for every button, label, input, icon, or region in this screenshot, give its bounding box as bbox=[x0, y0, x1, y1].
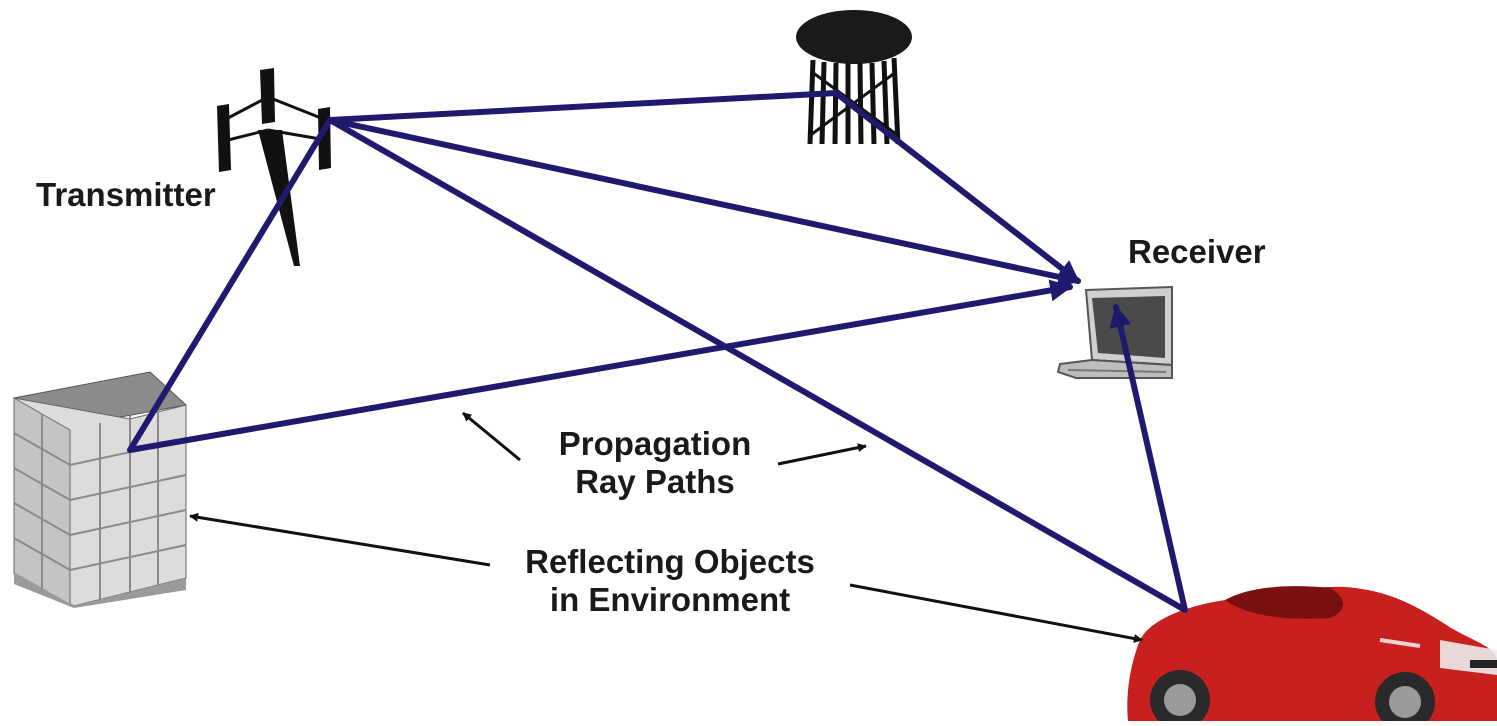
antenna-tower-icon bbox=[217, 68, 331, 266]
reflecting-label-line1: Reflecting Objects bbox=[525, 543, 815, 580]
propagation-label-line2: Ray Paths bbox=[575, 463, 735, 500]
ray-paths bbox=[127, 90, 1188, 613]
annotation-arrows bbox=[189, 411, 1143, 643]
reflecting-arrow-building bbox=[189, 512, 491, 567]
propagation-label: Propagation Ray Paths bbox=[520, 425, 790, 501]
ray-path-water-tower bbox=[327, 90, 1081, 284]
reflecting-arrow-car bbox=[849, 583, 1143, 643]
propagation-label-line1: Propagation bbox=[558, 425, 752, 462]
building-icon bbox=[12, 371, 188, 608]
ray-path-car bbox=[327, 117, 1188, 613]
reflecting-label-line2: in Environment bbox=[549, 581, 791, 618]
propagation-arrow-left bbox=[462, 411, 521, 462]
reflecting-label: Reflecting Objects in Environment bbox=[490, 543, 850, 619]
car-icon bbox=[1127, 586, 1497, 726]
ray-path-building bbox=[127, 117, 1073, 453]
receiver-label: Receiver bbox=[1128, 233, 1266, 270]
transmitter-label: Transmitter bbox=[36, 176, 216, 213]
ray-path-direct bbox=[327, 117, 1081, 288]
water-tower-icon bbox=[796, 10, 912, 145]
laptop-icon bbox=[1056, 285, 1173, 379]
propagation-arrow-right bbox=[777, 443, 867, 466]
